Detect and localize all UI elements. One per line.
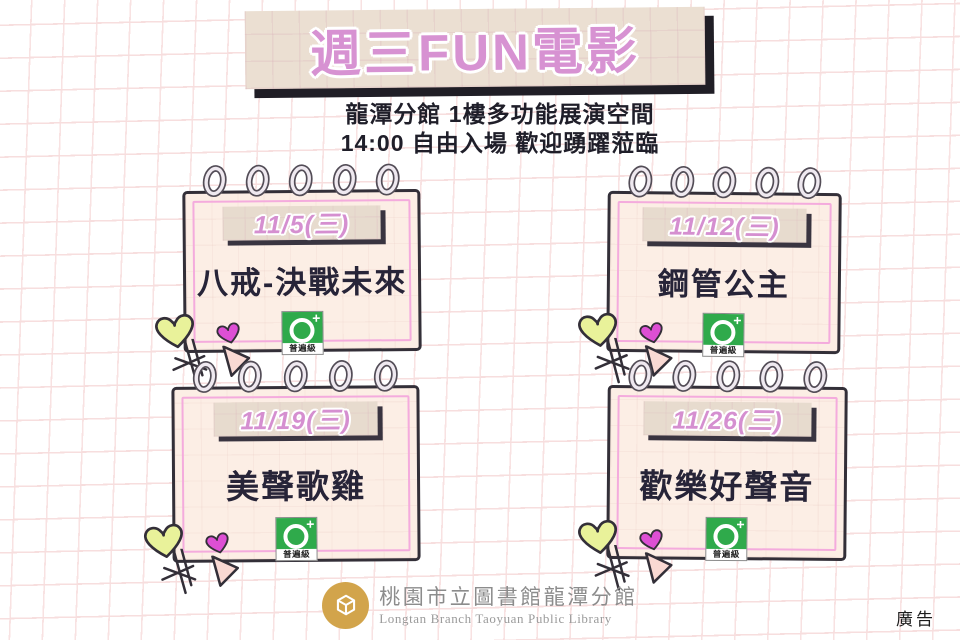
movie-title: 鋼管公主 bbox=[657, 266, 791, 303]
rating-zero-plus: + bbox=[276, 515, 317, 550]
rating-label: 普遍級 bbox=[289, 342, 317, 354]
date-banner: 11/12(三) bbox=[642, 207, 807, 243]
binder-ring-icon bbox=[374, 161, 401, 201]
date-label: 11/26(三) bbox=[672, 406, 783, 436]
binder-ring-icon bbox=[627, 163, 654, 203]
library-name-en: Longtan Branch Taoyuan Public Library bbox=[379, 610, 612, 626]
ad-label: 廣告 bbox=[896, 610, 936, 629]
binder-ring-icon bbox=[244, 162, 271, 202]
rating-ring bbox=[283, 523, 309, 550]
rating-label: 普遍級 bbox=[712, 548, 740, 560]
binder-ring-icon bbox=[331, 162, 358, 202]
binder-ring-icon bbox=[201, 163, 228, 203]
title-banner: 週三FUN電影 bbox=[244, 6, 706, 90]
heart-pink-icon bbox=[215, 321, 243, 347]
library-name: 桃園市立圖書館龍潭分館 Longtan Branch Taoyuan Publi… bbox=[379, 584, 638, 627]
binder-ring-icon bbox=[753, 164, 780, 204]
binder-rings bbox=[627, 163, 823, 205]
rating-label: 普遍級 bbox=[709, 344, 737, 356]
rating-plus: + bbox=[736, 516, 745, 533]
binder-rings bbox=[191, 357, 399, 398]
binder-ring-icon bbox=[669, 163, 696, 203]
date-label: 11/5(三) bbox=[253, 210, 350, 240]
binder-ring-icon bbox=[288, 162, 315, 202]
binder-ring-icon bbox=[627, 357, 654, 397]
binder-ring-icon bbox=[796, 165, 823, 205]
time-line: 14:00 自由入場 歡迎踴躍蒞臨 bbox=[340, 130, 660, 156]
date-banner: 11/5(三) bbox=[222, 205, 381, 241]
screening-card-1: 11/5(三) 八戒-決戰未來 + 普遍級 bbox=[153, 189, 422, 385]
heart-pink-icon bbox=[638, 321, 666, 346]
venue-line: 龍潭分館 1樓多功能展演空間 bbox=[345, 101, 655, 127]
rating-zero-plus: + bbox=[706, 516, 747, 550]
binder-rings bbox=[201, 161, 401, 203]
date-label: 11/19(三) bbox=[240, 406, 351, 436]
heart-pink-icon bbox=[204, 531, 232, 557]
rating-zero-plus: + bbox=[703, 312, 744, 346]
binder-ring-icon bbox=[282, 358, 309, 398]
venue-info: 龍潭分館 1樓多功能展演空間 14:00 自由入場 歡迎踴躍蒞臨 bbox=[20, 100, 960, 158]
rating-ring bbox=[289, 317, 315, 344]
binder-ring-icon bbox=[714, 358, 741, 398]
heart-pink-icon bbox=[638, 528, 666, 553]
rating-ring bbox=[713, 523, 739, 550]
rating-plus: + bbox=[733, 312, 742, 329]
logo-cube-icon bbox=[336, 594, 355, 616]
date-banner: 11/19(三) bbox=[213, 401, 378, 437]
movie-title: 美聲歌雞 bbox=[225, 467, 367, 506]
rating-general-icon: + 普遍級 bbox=[702, 312, 745, 358]
rating-general-icon: + 普遍級 bbox=[281, 309, 324, 356]
binder-ring-icon bbox=[801, 359, 828, 399]
screening-card-4: 11/26(三) 歡樂好聲音 + 普遍級 bbox=[577, 385, 848, 591]
binder-ring-icon bbox=[372, 357, 399, 397]
date-banner: 11/26(三) bbox=[643, 401, 812, 437]
library-name-zh: 桃園市立圖書館龍潭分館 bbox=[379, 584, 638, 609]
footer: 桃園市立圖書館龍潭分館 Longtan Branch Taoyuan Publi… bbox=[0, 578, 960, 632]
rating-label: 普遍級 bbox=[283, 548, 311, 560]
library-logo-icon bbox=[322, 581, 370, 629]
rating-general-icon: + 普遍級 bbox=[275, 515, 318, 562]
rating-general-icon: + 普遍級 bbox=[705, 516, 748, 562]
binder-ring-icon bbox=[327, 358, 354, 398]
binder-ring-icon bbox=[671, 358, 698, 398]
rating-plus: + bbox=[312, 309, 321, 326]
rating-ring bbox=[710, 319, 736, 346]
date-label: 11/12(三) bbox=[669, 212, 780, 242]
screening-card-3: 11/19(三) 美聲歌雞 + 普遍級 bbox=[142, 385, 421, 595]
binder-ring-icon bbox=[236, 358, 263, 398]
rating-plus: + bbox=[306, 515, 315, 532]
binder-ring-icon bbox=[711, 164, 738, 204]
binder-rings bbox=[627, 357, 829, 399]
event-title: 週三FUN電影 bbox=[309, 22, 641, 83]
rating-zero-plus: + bbox=[282, 309, 323, 344]
screening-card-2: 11/12(三) 鋼管公主 + 普遍級 bbox=[577, 191, 842, 384]
binder-ring-icon bbox=[191, 359, 218, 399]
movie-title: 歡樂好聲音 bbox=[639, 467, 815, 506]
binder-ring-icon bbox=[758, 358, 785, 398]
movie-title: 八戒-決戰未來 bbox=[196, 264, 408, 301]
